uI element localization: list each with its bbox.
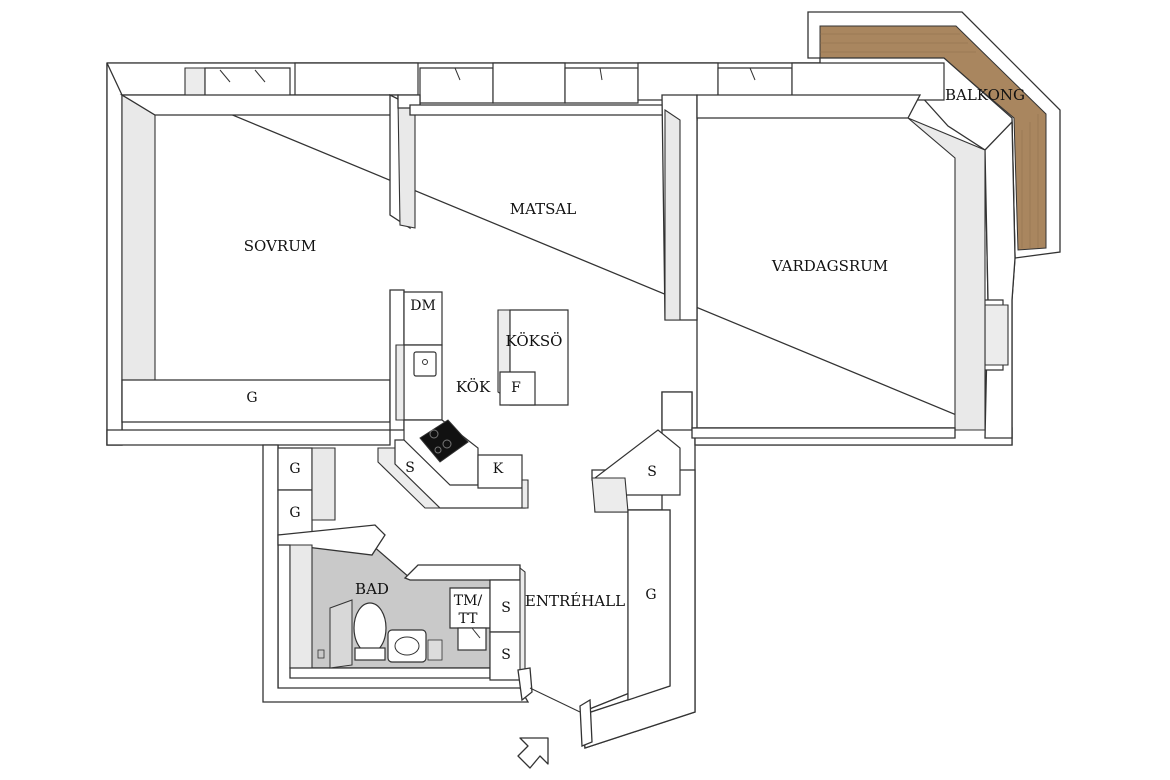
fixture-label-s-kitchen: S xyxy=(405,460,415,476)
room-label-balkong: BALKONG xyxy=(945,86,1025,104)
fixture-label-s-bath-upper: S xyxy=(501,600,511,616)
bathroom xyxy=(277,524,526,681)
fixture-label-s-hall: S xyxy=(647,464,657,480)
room-label-sovrum: SOVRUM xyxy=(244,237,316,255)
fixture-label-s-bath-lower: S xyxy=(501,647,511,663)
fixture-label-dm: DM xyxy=(410,298,436,314)
fixture-label-g-hall-upper: G xyxy=(289,461,300,477)
kitchen xyxy=(377,291,569,509)
hall-closets xyxy=(277,429,681,701)
toilet-icon xyxy=(353,602,387,661)
room-label-bad: BAD xyxy=(355,580,389,598)
stove-icon xyxy=(419,419,469,463)
room-label-koksö: KÖKSÖ xyxy=(506,332,563,350)
room-label-kok: KÖK xyxy=(456,378,491,396)
fixture-label-g-bedroom: G xyxy=(246,390,257,406)
room-label-entrehall: ENTRÉHALL xyxy=(525,592,625,610)
kitchen-sink-icon xyxy=(413,351,437,377)
fixture-label-g-hall-lower: G xyxy=(289,505,300,521)
shower-icon xyxy=(317,599,353,669)
freezer xyxy=(499,371,536,406)
fixture-label-tm-tt-line1: TM/ xyxy=(454,593,483,609)
bathroom-sink-icon xyxy=(387,629,427,663)
fixture-label-g-entrance: G xyxy=(645,587,656,603)
bedroom xyxy=(119,94,399,423)
fixture-label-tm-tt-line2: TT xyxy=(459,611,479,627)
room-label-matsal: MATSAL xyxy=(510,200,576,218)
entrance xyxy=(517,667,593,769)
fixture-label-f: F xyxy=(511,380,521,396)
windows xyxy=(184,62,1009,371)
room-label-vardagsrum: VARDAGSRUM xyxy=(771,257,888,275)
fixture-label-k: K xyxy=(493,461,504,477)
dining-room-walls xyxy=(409,94,986,431)
entrance-arrow-icon xyxy=(517,737,549,769)
living-room-walls xyxy=(661,391,956,439)
